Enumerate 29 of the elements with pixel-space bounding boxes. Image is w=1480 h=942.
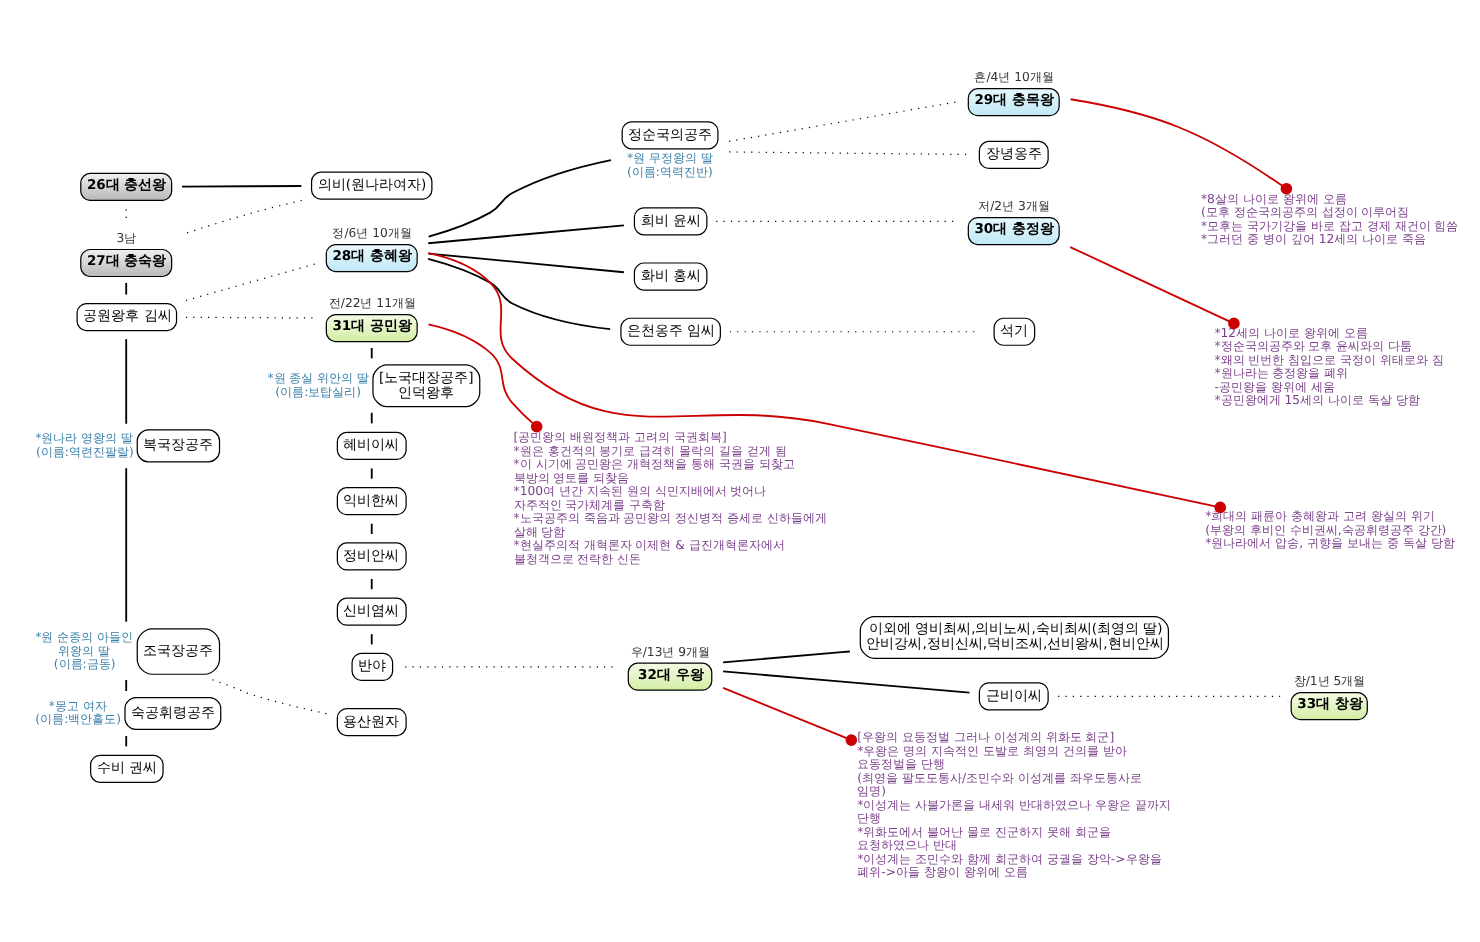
connector (715, 219, 958, 221)
connector (1069, 97, 1293, 194)
connector (427, 251, 625, 273)
connector (427, 223, 625, 244)
connector (427, 322, 543, 432)
connector (722, 686, 858, 745)
connector (427, 256, 612, 330)
connector (1057, 694, 1281, 696)
connector (185, 262, 316, 301)
connector (182, 198, 303, 234)
connector (722, 669, 971, 693)
connector (728, 150, 971, 155)
connector (370, 346, 373, 359)
connector (125, 337, 128, 424)
connector (125, 678, 128, 691)
connector (722, 649, 851, 663)
connector (370, 466, 373, 479)
connector (427, 158, 612, 237)
connector (125, 466, 128, 622)
connector (370, 577, 373, 590)
connector (181, 184, 303, 187)
connector (125, 281, 128, 295)
connector (370, 521, 373, 534)
connector (1069, 245, 1240, 329)
connector (125, 734, 128, 747)
connector (728, 100, 958, 141)
connector (370, 410, 373, 424)
connector (370, 632, 373, 645)
connector (427, 251, 1227, 513)
